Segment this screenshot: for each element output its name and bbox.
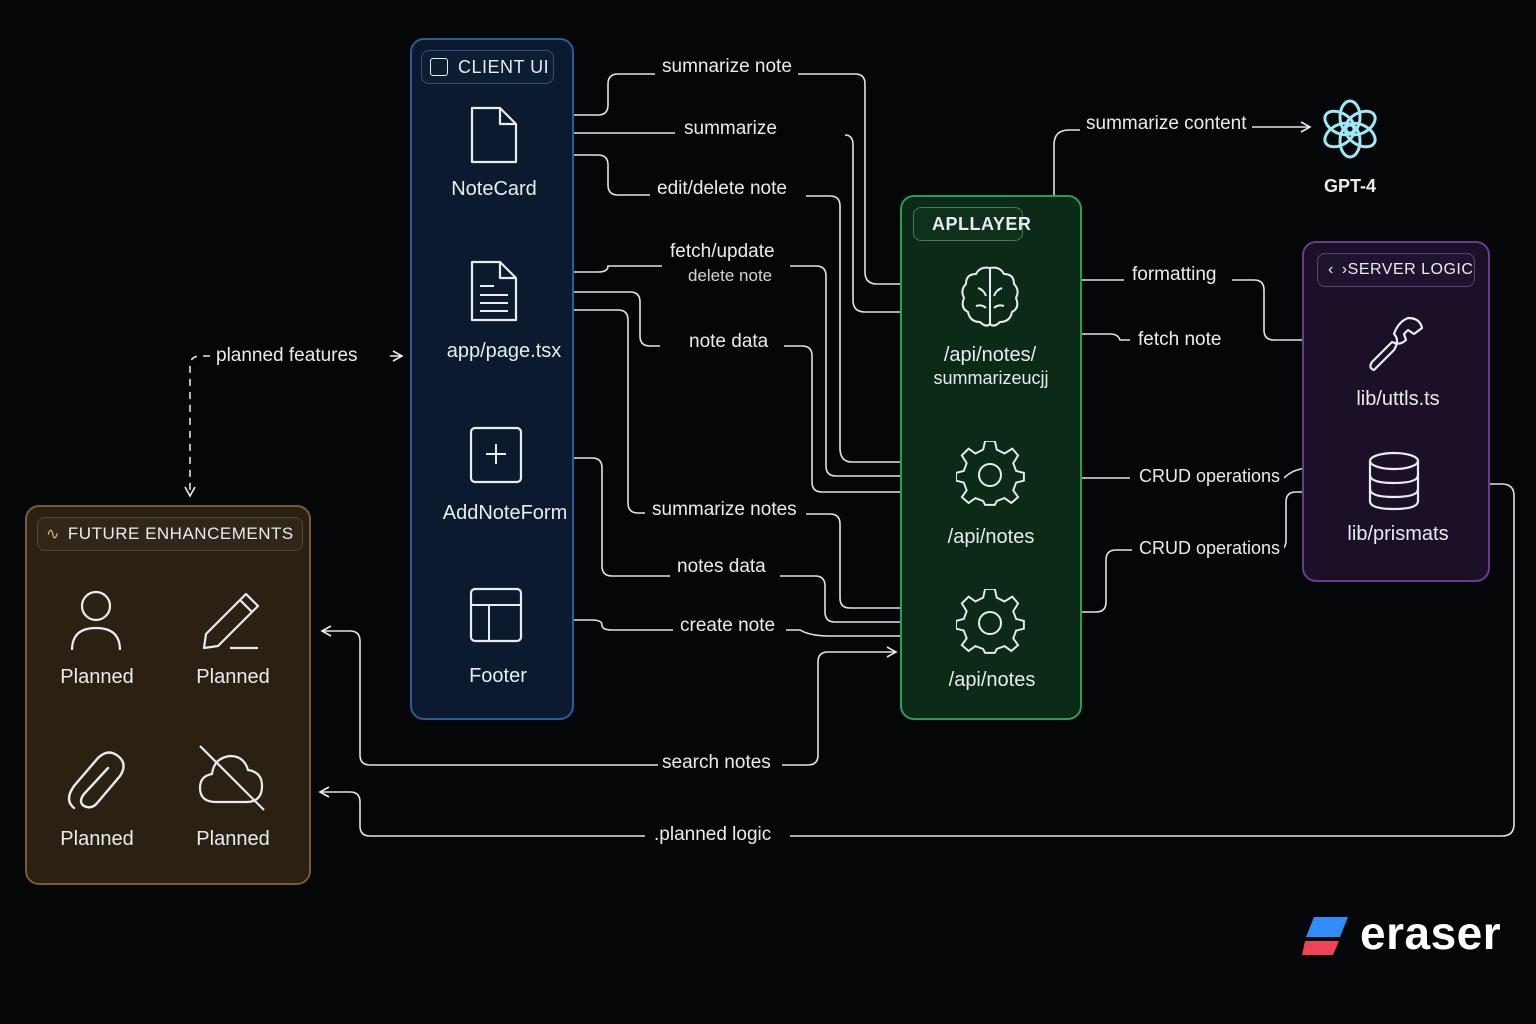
edge-note-data: note data [685, 331, 773, 353]
edge-fetch-note: fetch note [1134, 329, 1226, 351]
planned-label-2: Planned [196, 666, 270, 688]
edge-planned-features: planned features [212, 345, 362, 367]
gear-icon [956, 441, 1025, 506]
gpt4-label: GPT-4 [1323, 176, 1377, 196]
edge-create-note: create note [676, 615, 780, 637]
edge-planned-logic: .planned logic [650, 824, 776, 846]
server-logic-panel [1302, 241, 1490, 582]
server-logic-title: ›SERVER LOGIC [1341, 261, 1474, 278]
notecard-label: NoteCard [451, 178, 537, 200]
brand-name: eraser [1360, 907, 1502, 959]
plus-box-icon [469, 426, 523, 484]
layout-icon [469, 587, 523, 643]
edge-summarize-notes: summarize notes [648, 499, 801, 521]
paperclip-icon [67, 751, 125, 810]
utils-label: lib/uttls.ts [1356, 388, 1440, 410]
api-summarize-label: /api/notes/ [943, 344, 1037, 366]
client-ui-panel [410, 38, 574, 720]
document-icon [470, 106, 518, 164]
code-icon: ‹ [1328, 261, 1334, 278]
route-icon: ∿ [46, 526, 60, 543]
edge-crud-operations-1: CRUD operations [1135, 466, 1285, 487]
cloud-off-icon [198, 745, 265, 811]
window-icon [430, 58, 448, 76]
prisma-label: lib/prismats [1347, 523, 1449, 545]
api-layer-header: APLLAYER [913, 207, 1031, 241]
text-document-icon [470, 260, 518, 322]
client-ui-header: CLIENT UI [421, 50, 554, 84]
openai-logo-icon [1323, 99, 1377, 159]
database-icon [1368, 451, 1420, 511]
api-notes-label-a: /api/notes [947, 526, 1035, 548]
edge-delete-note: delete note [684, 266, 777, 286]
gear-icon [956, 589, 1025, 654]
user-icon [70, 590, 122, 651]
api-summarize-label-line2: summarizeucjj [933, 368, 1049, 388]
edge-edit-delete: edit/delete note [653, 178, 791, 200]
eraser-logo-icon [1302, 917, 1348, 955]
future-enhancements-panel [25, 505, 311, 885]
page-tsx-label: app/page.tsx [446, 340, 562, 362]
planned-label-1: Planned [60, 666, 134, 688]
planned-label-3: Planned [60, 828, 134, 850]
footer-label: Footer [469, 665, 527, 687]
client-ui-title: CLIENT UI [458, 56, 550, 77]
addnoteform-label: AddNoteForm [442, 502, 568, 524]
edge-crud-operations-2: CRUD operations [1135, 538, 1285, 559]
future-enhancements-header: ∿ FUTURE ENHANCEMENTS [37, 517, 303, 551]
edge-notes-data: notes data [673, 556, 770, 578]
edge-formatting: formatting [1128, 264, 1221, 286]
edge-summarize: summarize [680, 118, 781, 140]
server-logic-header: ‹ ›SERVER LOGIC [1317, 253, 1475, 287]
edge-fetch-update: fetch/update [666, 241, 779, 263]
future-enhancements-title: FUTURE ENHANCEMENTS [67, 524, 294, 543]
edge-search-notes: search notes [658, 752, 775, 774]
pencil-icon [202, 592, 260, 650]
edge-summarize-note: sumnarize note [658, 56, 796, 78]
planned-label-4: Planned [196, 828, 270, 850]
edge-summarize-content: summarize content [1082, 113, 1251, 135]
wrench-icon [1369, 316, 1424, 372]
api-layer-title: APLLAYER [932, 213, 1032, 234]
api-notes-label-b: /api/notes [948, 669, 1036, 691]
brain-icon [961, 266, 1019, 327]
